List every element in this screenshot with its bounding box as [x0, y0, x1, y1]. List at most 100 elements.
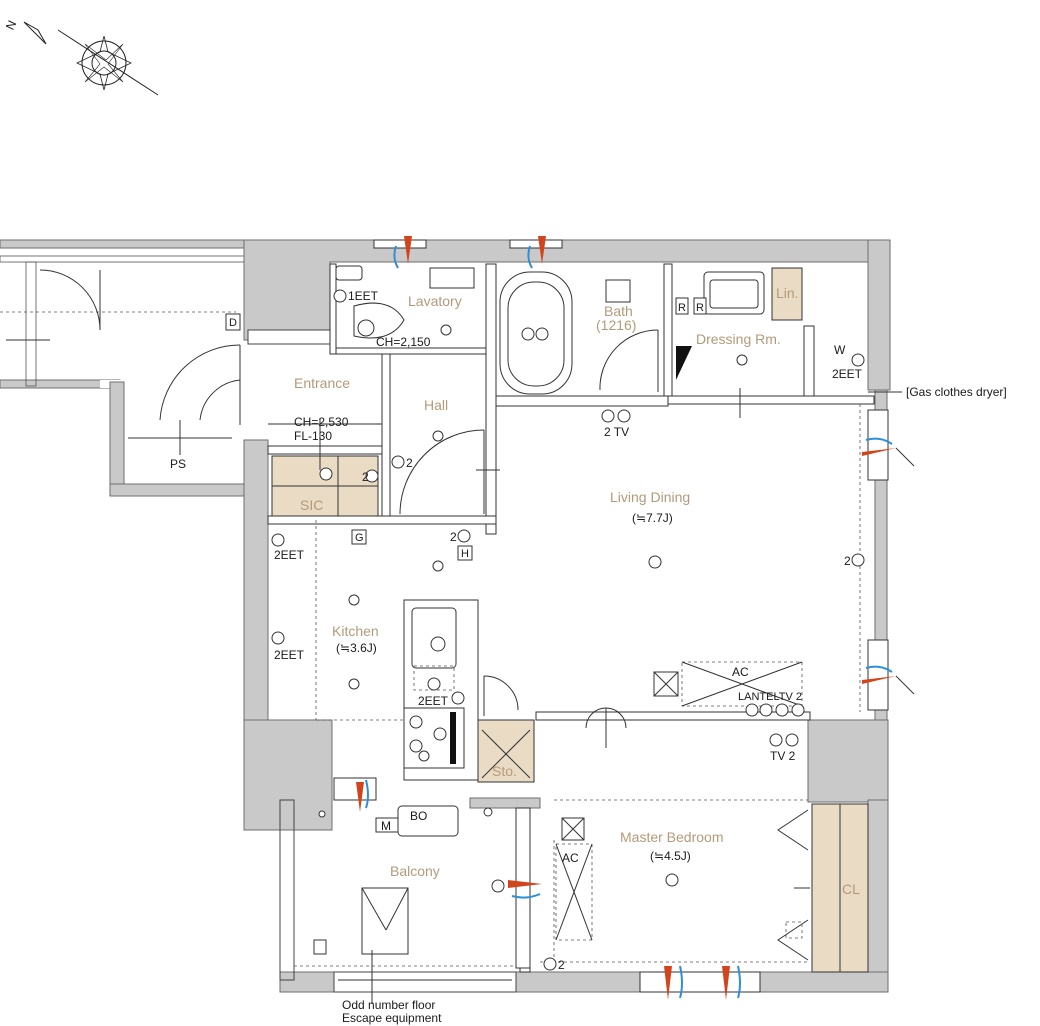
kitchen-outlet-icon: [427, 677, 441, 691]
vents: [356, 236, 915, 1000]
sic-light-icon: [319, 467, 333, 481]
dressing-panel-icon: [676, 346, 692, 380]
r-box-1: [675, 297, 689, 315]
h-box: [457, 545, 473, 561]
living-vent-x-2: [653, 671, 679, 697]
living-fixtures: Living Dining (≒7.7J) 2 AC LANTELTV 2: [585, 489, 865, 748]
dressing-light-icon: [736, 354, 748, 366]
compass-axis: [57, 29, 159, 96]
bath-tv-label: 2 TV: [604, 425, 629, 439]
bath-drain-icon-2: [535, 327, 549, 341]
sic-top-wall: [267, 445, 383, 455]
bath-outlet-icon: [601, 409, 615, 423]
vent-red-icon-7: [664, 966, 672, 1000]
bath-bottom-wall: [495, 395, 669, 407]
tel-outlet-icon: [759, 703, 773, 717]
dressing-fixtures: Lin. R R Dressing Rm. W 2EET [Gas clothe…: [675, 267, 1007, 418]
living-ac-label: AC: [732, 665, 749, 679]
vent-red-icon-2: [538, 236, 546, 264]
vent-blue-icon: [393, 245, 399, 269]
bath-drain-icon: [521, 327, 535, 341]
compass-ring: [81, 40, 127, 86]
gas-dryer-label: [Gas clothes dryer]: [906, 385, 1007, 399]
dressing-eet-label: 2EET: [832, 367, 863, 381]
linen-closet: [771, 267, 803, 321]
living-ac-unit: [681, 661, 803, 707]
kitchen-size-label: (≒3.6J): [336, 641, 377, 655]
master-label: Master Bedroom: [620, 829, 723, 845]
balcony-faucet-icon: [483, 807, 493, 817]
entrance-fl-label: FL-130: [294, 429, 332, 443]
bedroom-vent-x-2: [561, 817, 585, 841]
dressing-outlet-icon: [851, 353, 865, 367]
compass-rose: N: [3, 18, 159, 96]
burner-icon-2: [433, 727, 447, 741]
cl-label: CL: [842, 881, 860, 897]
burner-icon-4: [418, 750, 430, 762]
bedroom-wall-outlet-icon: [491, 879, 505, 893]
bath-right-wall: [663, 263, 673, 397]
windows: [333, 239, 889, 993]
living-label: Living Dining: [610, 489, 690, 505]
lav-outlet-icon: [333, 289, 347, 303]
escape-hatch-line-2: [385, 887, 409, 931]
living-window-1: [867, 409, 889, 481]
compass-star-icon-2: [84, 43, 124, 83]
r-box-2: [693, 297, 707, 315]
balcony-label: Balcony: [390, 863, 440, 879]
r-label-2: R: [696, 302, 704, 314]
tv-outlet-icon: [775, 703, 789, 717]
hall-door-swing: [399, 429, 485, 515]
water-heater-bo: [397, 805, 459, 837]
master-size-label: (≒4.5J): [650, 849, 691, 863]
kitchen-eet-left-2: 2EET: [274, 648, 305, 662]
bath-tv-outlet-icon: [617, 409, 631, 423]
vent-red-icon-6: [508, 880, 542, 888]
lav-left-wall: [329, 263, 337, 355]
lav-shelf: [335, 265, 363, 281]
bath-fixtures: Bath (1216) 2 TV: [499, 271, 659, 439]
lavatory-fixtures: 1EET Lavatory CH=2,150: [333, 265, 475, 349]
r-label-1: R: [678, 302, 686, 314]
balcony-drain-icon: [318, 810, 326, 818]
corridor-wall-top: [0, 239, 245, 249]
living-outlet-icon: [851, 553, 865, 567]
ps-wall-left: [109, 381, 125, 495]
lav-light-icon: [440, 324, 452, 336]
kitchen-wall-outlet-icon: [271, 533, 285, 547]
lav-bottom-wall: [335, 347, 487, 355]
wall-right-lower: [807, 719, 889, 803]
stove-hood: [450, 712, 456, 764]
bath-window: [509, 239, 563, 249]
kitchen-light-icon: [348, 594, 360, 606]
hall-light-icon: [432, 430, 444, 442]
balcony-box-icon: [313, 939, 327, 955]
balcony-railing: [333, 971, 517, 993]
bedroom-two-label: 2: [558, 958, 565, 972]
storage-closet: [477, 719, 535, 783]
balcony-fixtures: BO M Balcony Odd number floor Escape equ…: [313, 805, 493, 1025]
bath-size-label: (1216): [596, 317, 636, 333]
vent-leader: [895, 447, 915, 467]
entry-door-swing-2: [199, 379, 241, 421]
escape-hatch-icon: [361, 887, 409, 955]
meter-m: [375, 817, 399, 833]
lan-outlet-icon: [745, 703, 759, 717]
wall-left-lower: [243, 719, 333, 831]
compass-star-icon: [76, 35, 132, 91]
storage-door-swing: [483, 675, 519, 711]
hall-two-label: 2: [406, 456, 413, 470]
kitchen-wall-outlet-icon-2: [271, 631, 285, 645]
corridor-rail: [0, 255, 245, 263]
sic-two-label: 2: [362, 470, 369, 484]
lav-ch-label: CH=2,150: [376, 335, 431, 349]
bedroom-light-icon: [665, 873, 679, 887]
bedroom-window: [639, 971, 761, 993]
bedroom-ac-cross-2: [555, 843, 593, 941]
bedroom-box-icon: [785, 921, 803, 939]
burner-icon-1: [409, 715, 423, 729]
vent-blue-icon-8: [737, 965, 741, 999]
corridor-post: [25, 261, 37, 387]
vent-blue-icon-5: [365, 779, 369, 809]
closet-door-icon-2: [777, 919, 809, 961]
